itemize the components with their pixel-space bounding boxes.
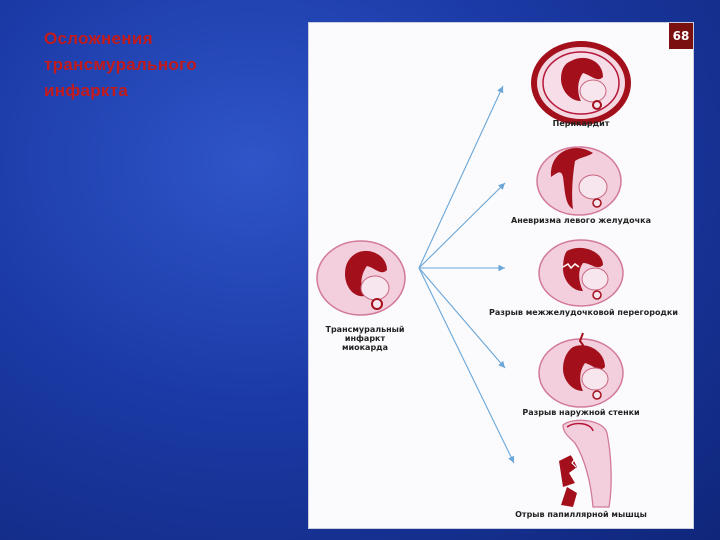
arrows	[419, 86, 514, 463]
transmural-infarct-heart-icon	[317, 241, 405, 315]
outcome-label-aneurysm: Аневризма левого желудочка	[499, 216, 663, 225]
source-label: Трансмуральный инфаркт миокарда	[315, 325, 415, 352]
outcome-label-papillary-rupture: Отрыв папиллярной мышцы	[499, 510, 663, 519]
papillary-rupture-icon	[559, 420, 611, 507]
complications-diagram	[309, 23, 693, 528]
arrow-to-wall-rupture	[419, 268, 505, 368]
septal-rupture-heart-icon	[539, 240, 623, 306]
slide-title-line-3: инфаркта	[44, 78, 294, 104]
source-label-line-2: инфаркт	[315, 334, 415, 343]
aneurysm-heart-icon	[537, 147, 621, 215]
diagram-panel: 68	[308, 22, 694, 529]
slide-title-line-2: трансмурального	[44, 52, 294, 78]
source-label-line-1: Трансмуральный	[315, 325, 415, 334]
arrow-to-papillary-rupture	[419, 268, 514, 463]
slide-title: Осложнения трансмурального инфаркта	[44, 26, 294, 104]
source-label-line-3: миокарда	[315, 343, 415, 352]
outcome-label-wall-rupture: Разрыв наружной стенки	[499, 408, 663, 417]
slide-title-line-1: Осложнения	[44, 26, 294, 52]
wall-rupture-heart-icon	[539, 333, 623, 407]
arrow-to-pericarditis	[419, 86, 503, 268]
pericarditis-heart-icon	[534, 44, 628, 122]
outcome-label-septal-rupture: Разрыв межжелудочковой перегородки	[489, 308, 673, 317]
outcome-label-pericarditis: Перикардит	[499, 119, 663, 128]
arrow-to-aneurysm	[419, 183, 505, 268]
